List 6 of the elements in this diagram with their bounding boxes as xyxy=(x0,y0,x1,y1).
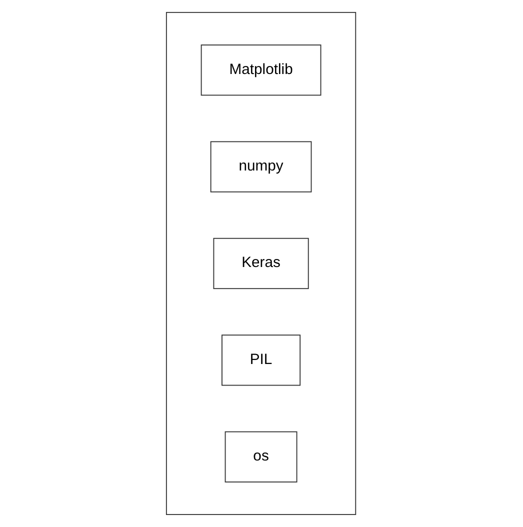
node-box: os xyxy=(225,431,298,482)
node-box: PIL xyxy=(222,334,302,386)
cluster xyxy=(166,12,357,515)
node-box: Keras xyxy=(214,238,310,290)
node-box: Matplotlib xyxy=(201,44,322,96)
node-box: numpy xyxy=(210,141,312,192)
